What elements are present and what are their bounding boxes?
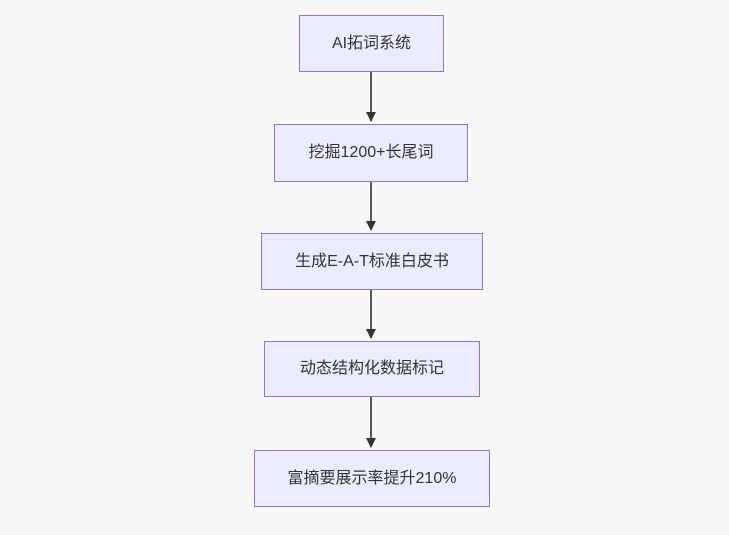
flow-node-label: 动态结构化数据标记	[299, 360, 444, 378]
flow-node-label: 富摘要展示率提升210%	[287, 469, 457, 487]
flow-node-label: 生成E-A-T标准白皮书	[295, 252, 449, 270]
flow-node-2: 挖掘1200+长尾词	[274, 124, 468, 182]
flow-node-1: AI拓词系统	[299, 15, 444, 72]
flow-node-label: 挖掘1200+长尾词	[308, 144, 434, 162]
flow-node-3: 生成E-A-T标准白皮书	[261, 233, 483, 290]
flow-node-5: 富摘要展示率提升210%	[254, 450, 490, 507]
flow-node-4: 动态结构化数据标记	[264, 341, 480, 397]
flow-node-label: AI拓词系统	[331, 34, 412, 52]
